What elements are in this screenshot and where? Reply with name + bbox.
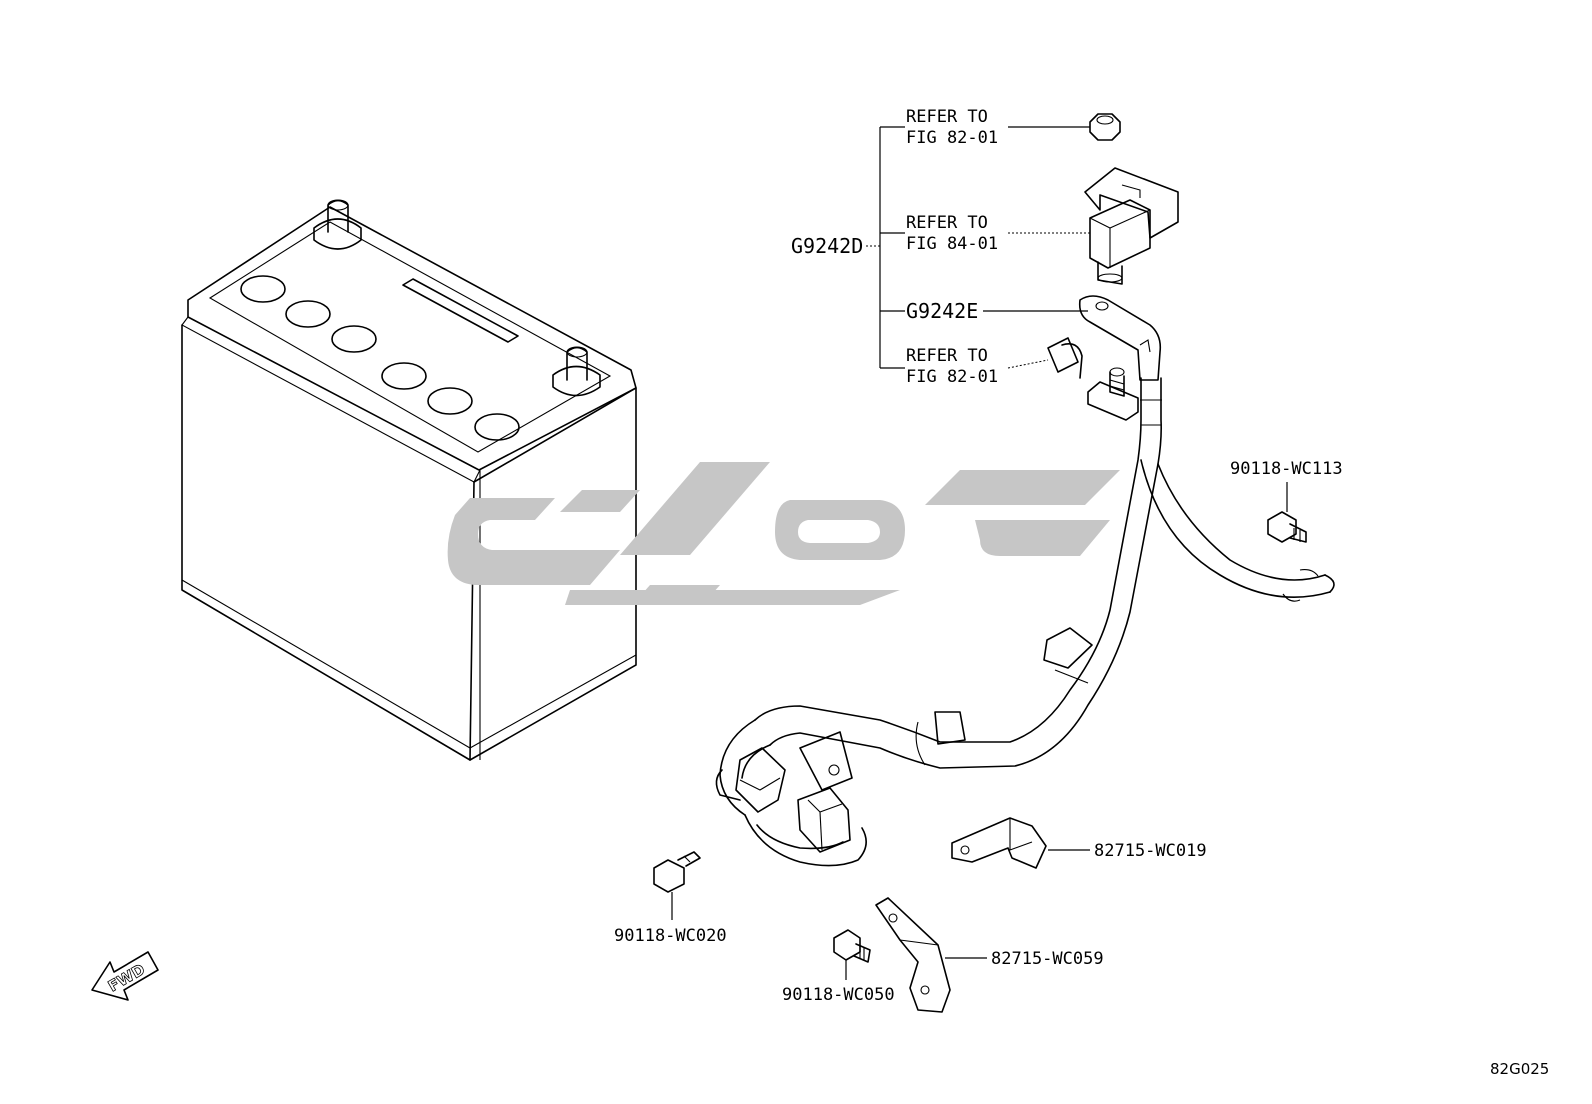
callout-line-1: REFER TO [906,107,988,127]
fwd-arrow-icon: FWD [91,951,159,1001]
terminal-stud-part [1047,337,1139,421]
part-number-82715-wc019: 82715-WC019 [1094,841,1207,861]
bolt-wc050-part [833,929,871,963]
figure-code: 82G025 [1490,1060,1549,1078]
callout-line-2: FIG 82-01 [906,367,998,387]
callout-refer-fig-82-01-bottom: REFER TO FIG 82-01 [906,346,998,387]
part-number-90118-wc113: 90118-WC113 [1230,459,1343,479]
battery-terminal-negative [313,199,362,250]
bolt-wc020-part [653,851,701,893]
terminal-clamp-part [1084,167,1179,285]
part-number-g9242d: G9242D [791,234,863,258]
part-number-90118-wc020: 90118-WC020 [614,926,727,946]
callout-line-2: FIG 82-01 [906,128,998,148]
callout-refer-fig-82-01-top: REFER TO FIG 82-01 [906,107,998,148]
nut-part [1089,113,1121,141]
battery-terminal-positive [552,346,601,397]
part-number-g9242e: G9242E [906,299,978,323]
battery-illustration [181,199,637,761]
battery-cell-caps [240,275,520,441]
callout-line-2: FIG 84-01 [906,234,998,254]
battery-cable-harness [715,295,1335,867]
callout-refer-fig-84-01: REFER TO FIG 84-01 [906,213,998,254]
part-number-90118-wc050: 90118-WC050 [782,985,895,1005]
callout-line-1: REFER TO [906,213,988,233]
callout-line-1: REFER TO [906,346,988,366]
bracket-wc059-part [875,897,951,1013]
leader-lines [671,126,1288,980]
brand-watermark-logo [447,462,1120,605]
bracket-wc019-part [951,817,1047,869]
bolt-wc113-part [1267,511,1307,543]
part-number-82715-wc059: 82715-WC059 [991,949,1104,969]
